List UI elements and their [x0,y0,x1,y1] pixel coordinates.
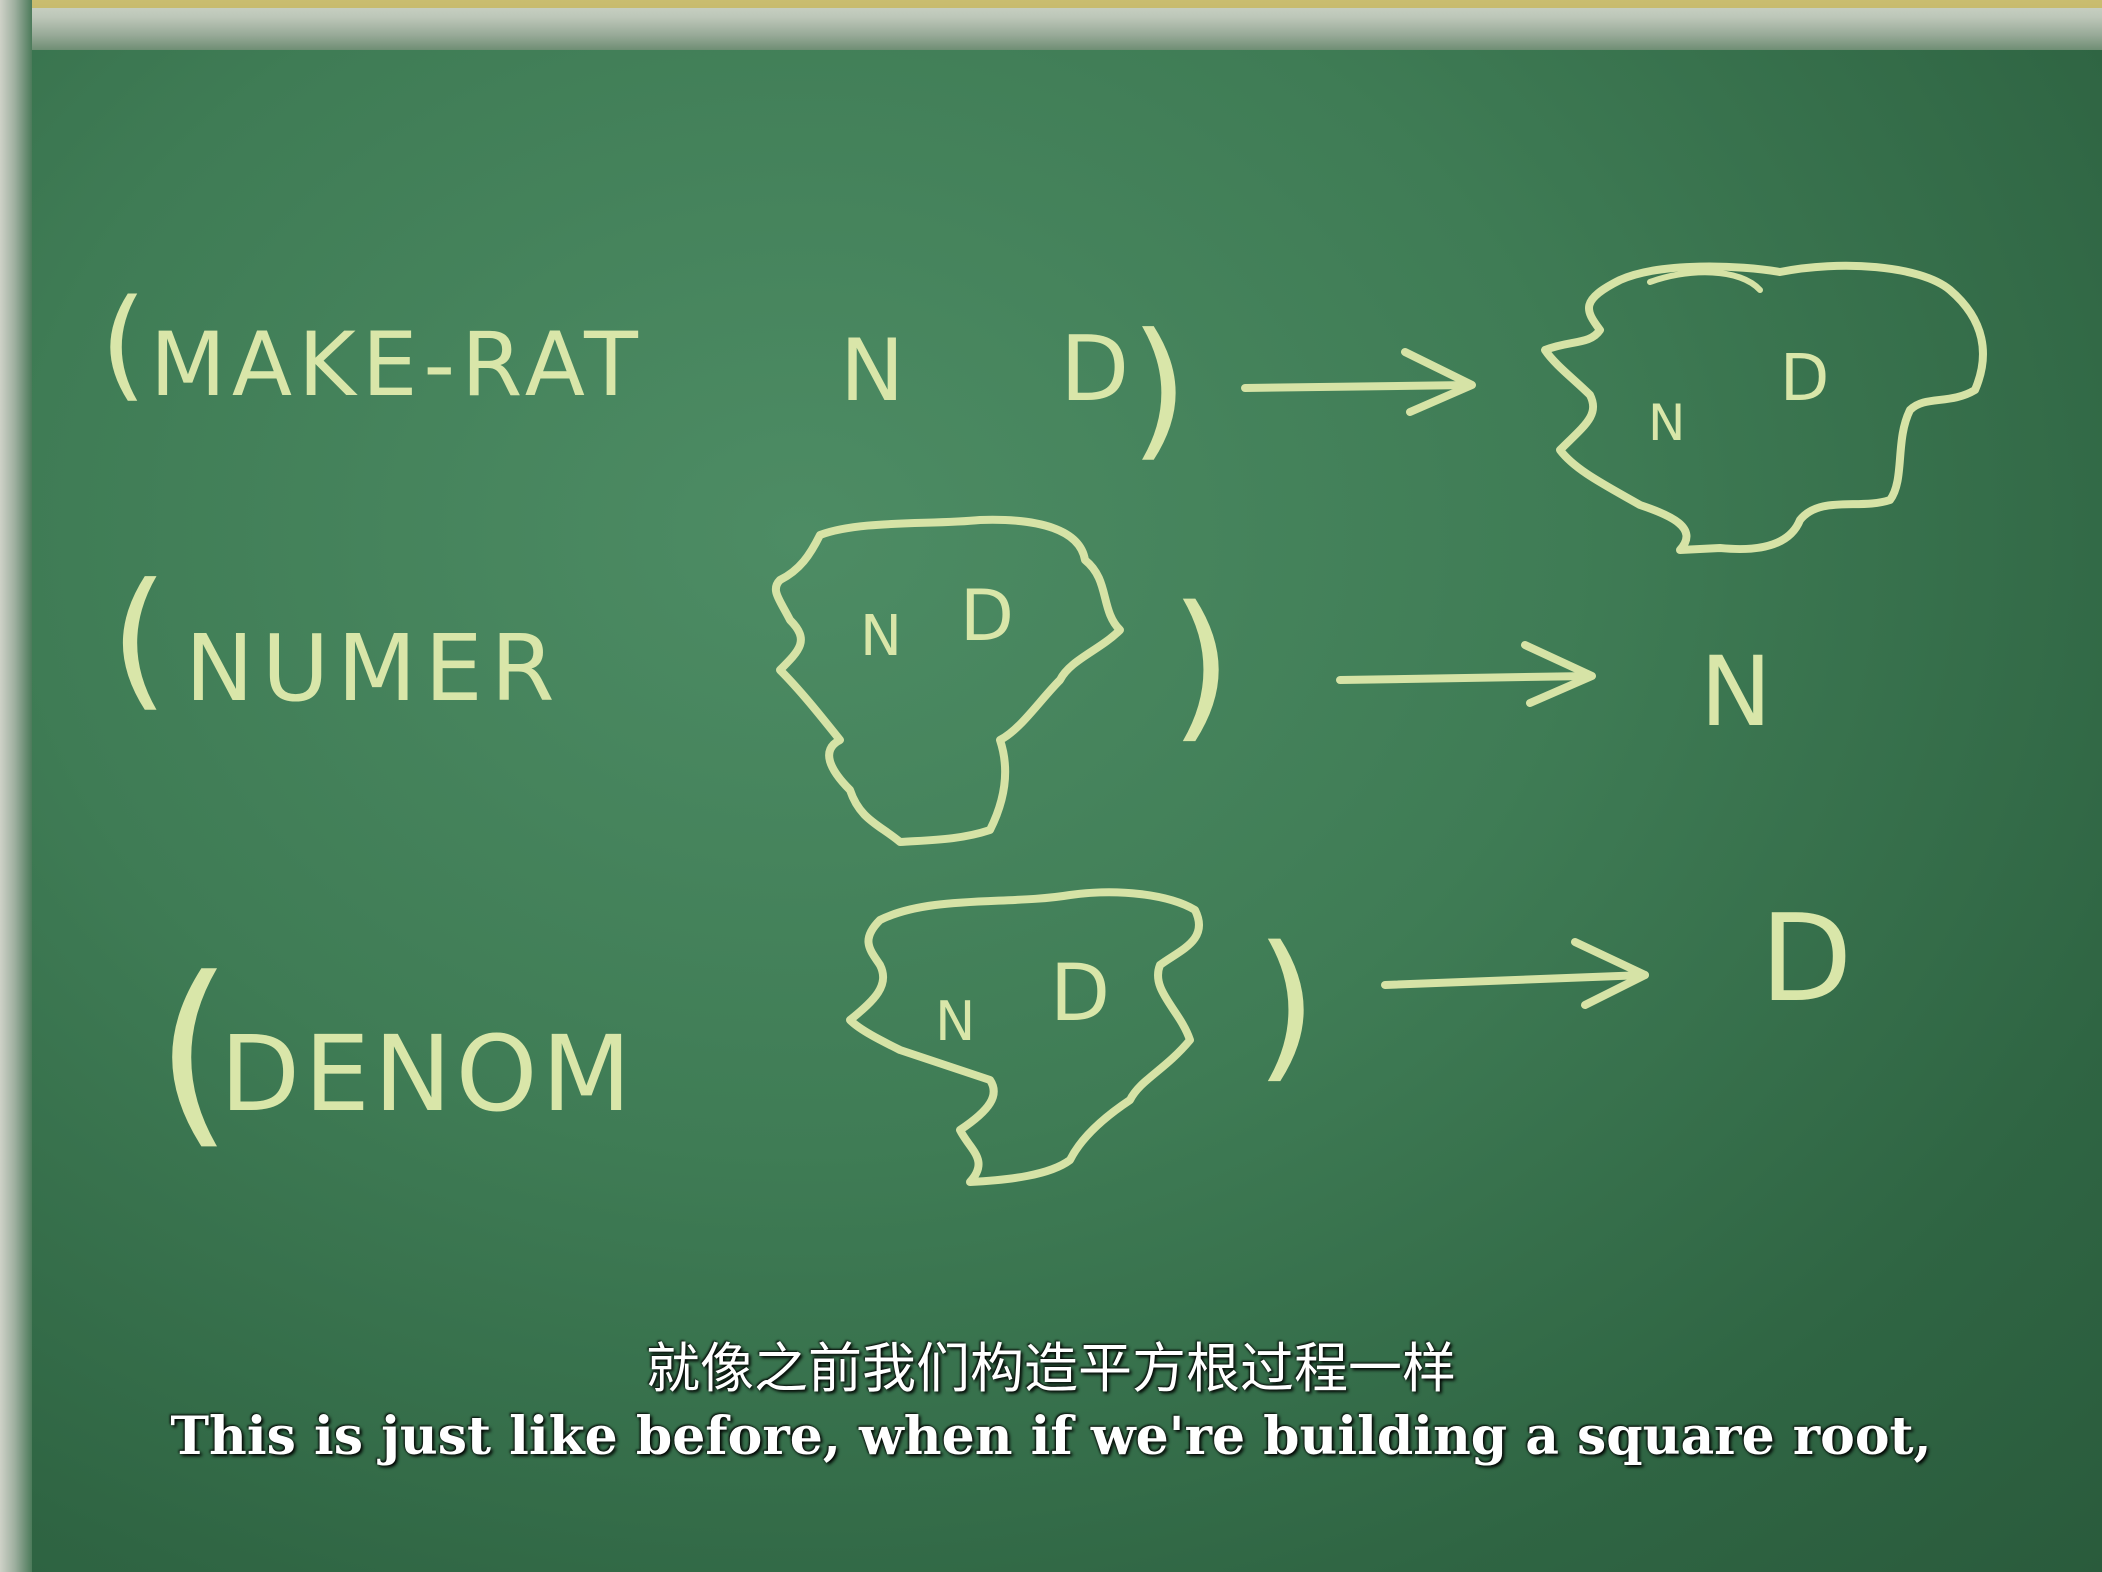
numer-argument-blob [771,515,1124,846]
numer-open-paren: ( [110,552,169,726]
numer-close-paren: ) [1170,571,1232,758]
make-rat-blob-n: N [1648,394,1685,452]
numer-blob-n: N [860,604,902,669]
denom-blob-n: N [935,990,975,1053]
chalkboard-left-edge [0,0,32,1572]
denom-keyword: DENOM [220,1013,635,1135]
make-rat-open-paren: ( [100,275,147,414]
numer-keyword: NUMER [185,615,563,722]
denom-result: D [1760,890,1852,1029]
numer-result: N [1700,636,1772,748]
make-rat-d: D [1060,317,1129,422]
make-rat-keyword: MAKE-RAT [150,313,644,416]
chalkboard-top-rail [0,0,2102,50]
rational-number-blob-notch [1647,269,1763,293]
denom-argument-blob [846,888,1204,1186]
numer-blob-d: D [960,575,1014,657]
row-denom: ( DENOM N D ) D [155,888,1852,1186]
row-make-rat: ( MAKE-RAT N D ) N D [100,261,1987,554]
make-rat-blob-d: D [1780,342,1829,416]
denom-arrow [1381,938,1649,1009]
subtitle-chinese: 就像之前我们构造平方根过程一样 [646,1337,1456,1400]
denom-open-paren: ( [155,935,233,1168]
rational-number-blob [1541,261,1987,554]
make-rat-n: N [840,321,904,421]
make-rat-arrow [1241,348,1476,416]
subtitle-english: This is just like before, when if we're … [170,1406,1932,1467]
make-rat-close-paren: ) [1130,302,1189,476]
denom-blob-d: D [1050,949,1110,1039]
subtitle-overlay: 就像之前我们构造平方根过程一样 This is just like before… [0,1336,2102,1472]
row-numer: ( NUMER N D ) N [110,515,1772,846]
numer-arrow [1336,641,1596,707]
denom-close-paren: ) [1255,911,1317,1098]
